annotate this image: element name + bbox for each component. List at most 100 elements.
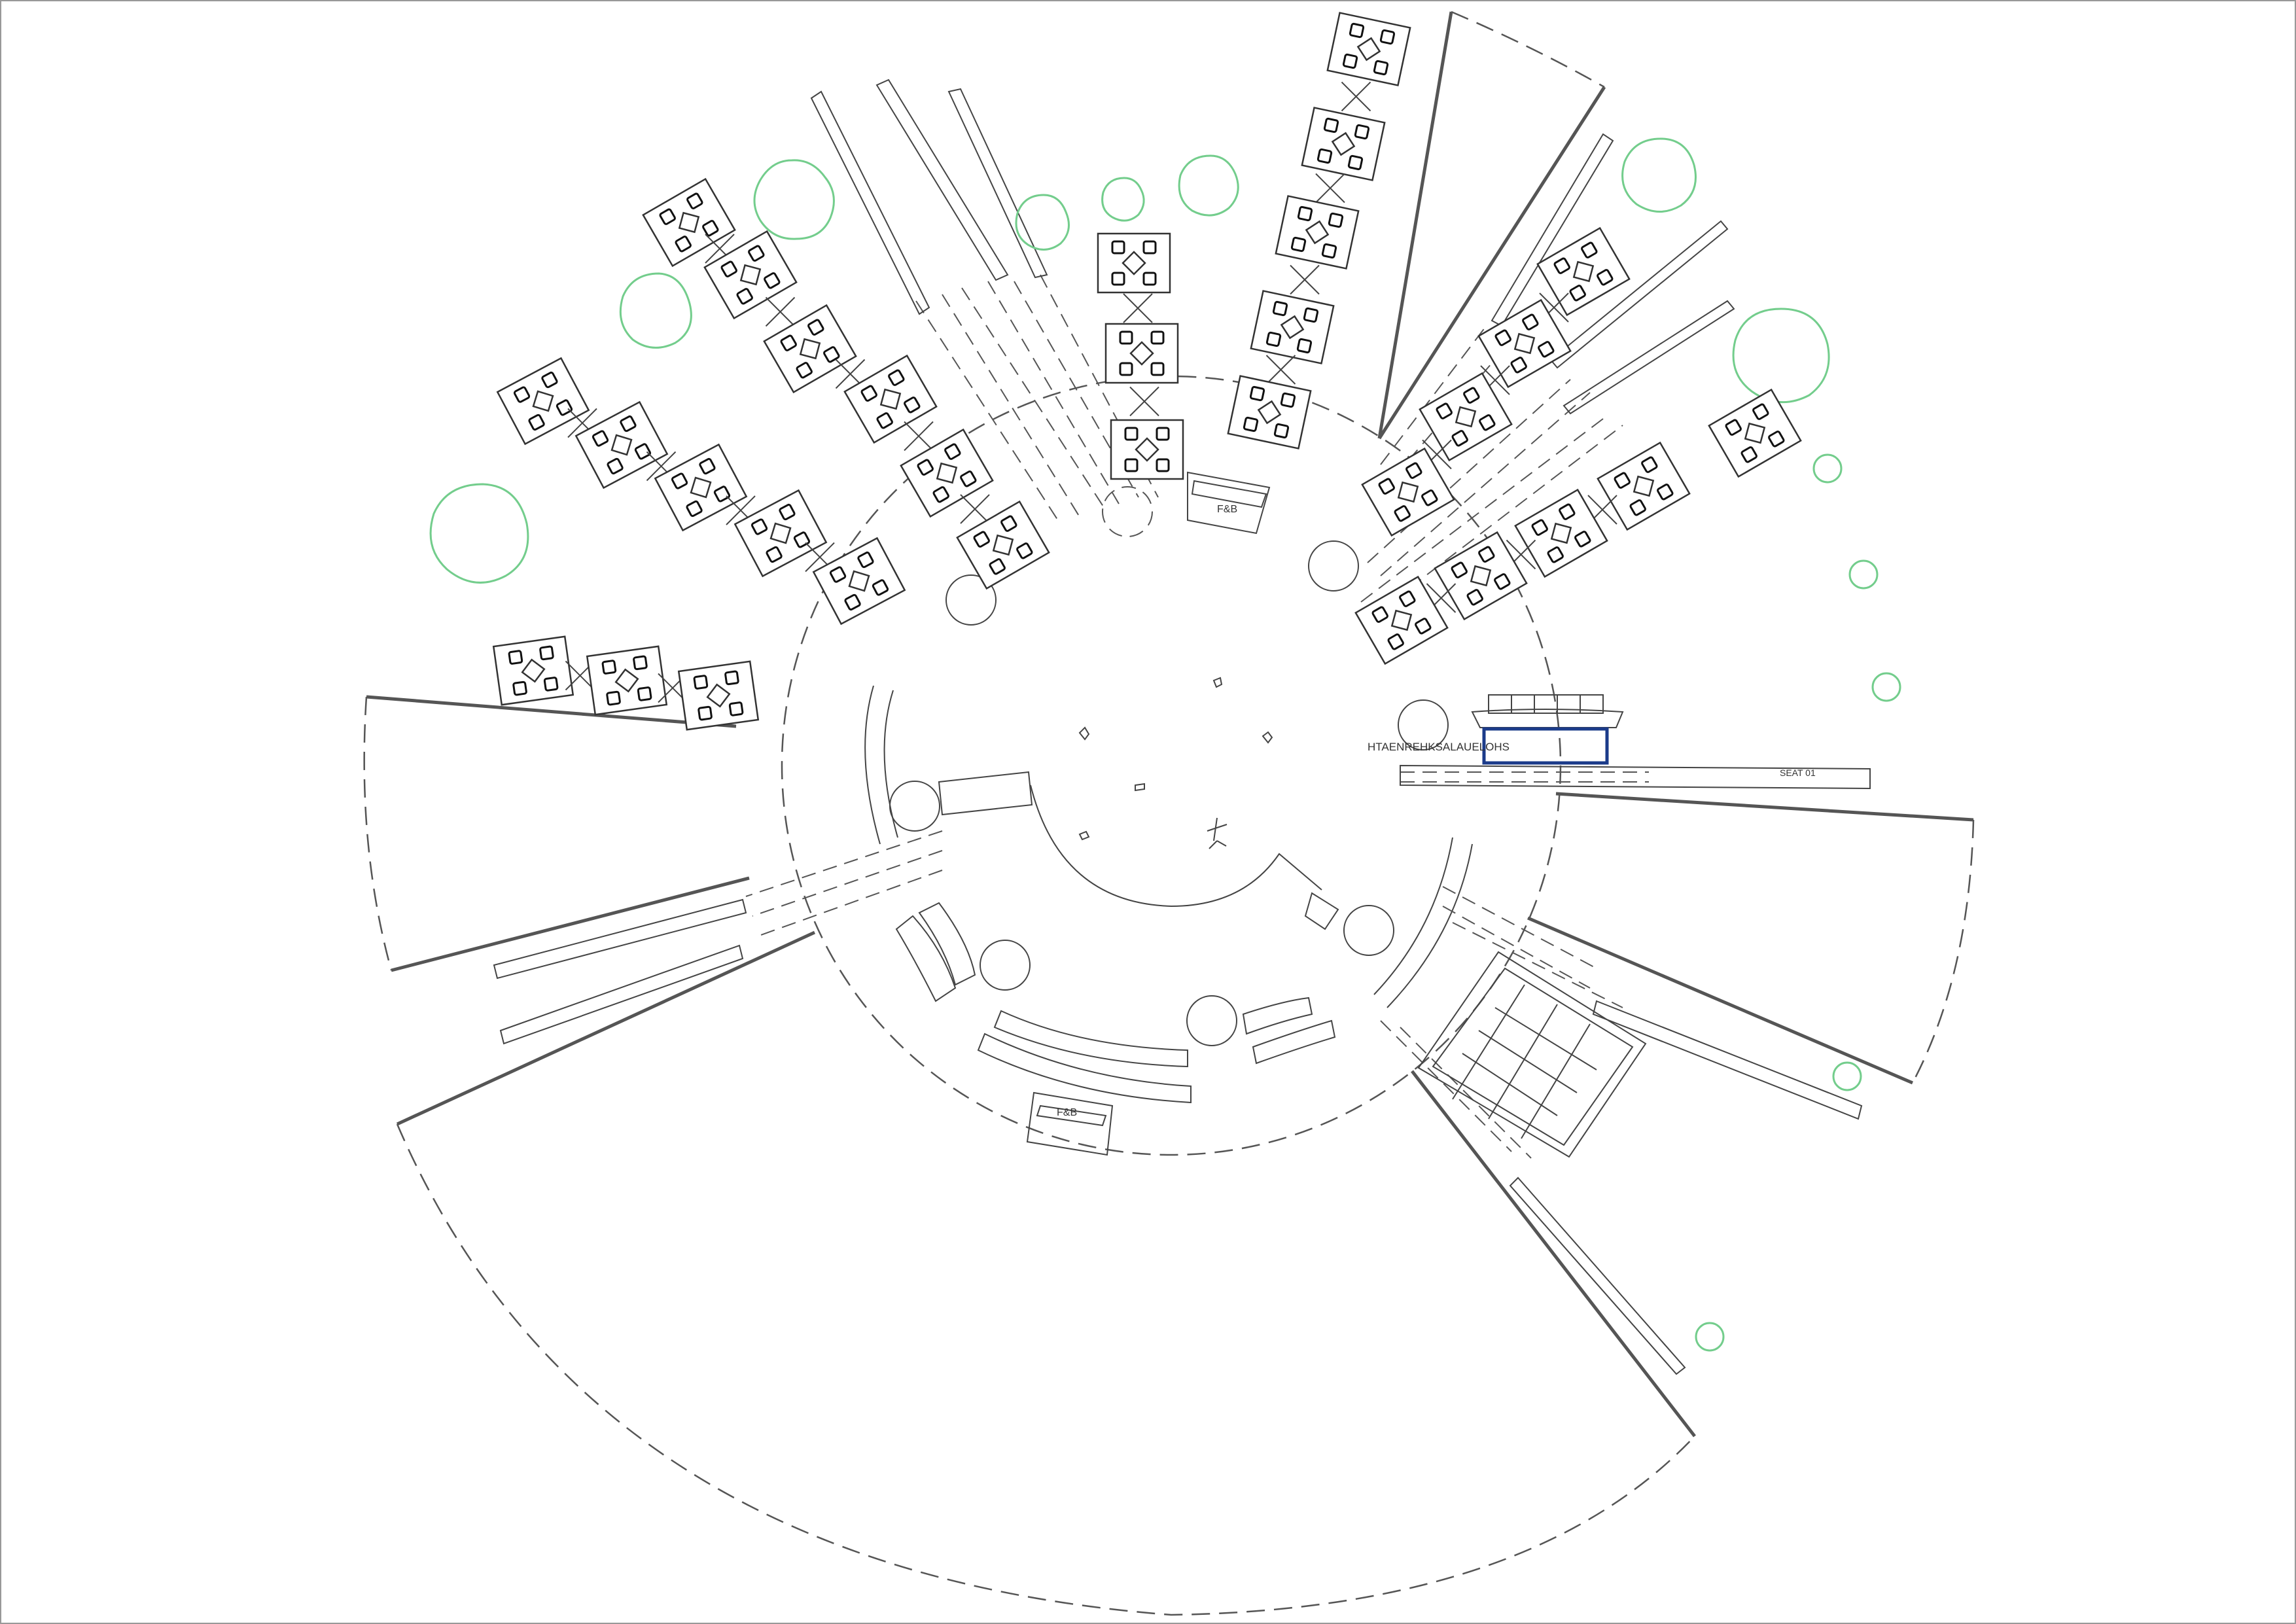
table-group: [1434, 531, 1528, 621]
chair-icon: [1142, 272, 1157, 286]
chair-icon: [1373, 60, 1389, 76]
connector-cross: [960, 494, 990, 524]
chair-icon: [1463, 387, 1480, 404]
table: [1135, 437, 1159, 462]
chair-icon: [1124, 427, 1139, 441]
chair-icon: [1574, 531, 1591, 548]
table: [532, 390, 554, 412]
table-group: [1110, 419, 1184, 480]
chair-icon: [1559, 503, 1576, 520]
chair-icon: [1553, 257, 1570, 274]
chair-icon: [1297, 205, 1313, 222]
connector-cross: [1290, 264, 1320, 295]
chair-icon: [592, 430, 609, 447]
chair-icon: [1124, 458, 1139, 472]
chair-icon: [601, 660, 617, 675]
chair-icon: [1119, 362, 1133, 376]
kiosk-label: HTAENREHKSALAUELOHS: [1368, 741, 1510, 753]
food-stand-label-2: F&B: [1057, 1107, 1077, 1118]
table: [1572, 260, 1595, 283]
chair-icon: [607, 457, 624, 475]
table-group: [1477, 298, 1572, 389]
chair-icon: [1316, 148, 1333, 164]
table-group: [1514, 488, 1608, 578]
table-pad: [1104, 323, 1179, 384]
table-group: [1104, 323, 1179, 384]
chair-icon: [780, 334, 797, 351]
chair-icon: [539, 645, 554, 661]
table-group: [1708, 388, 1802, 478]
chair-icon: [829, 566, 847, 583]
food-stand-label-1: F&B: [1217, 504, 1237, 515]
chair-icon: [1371, 606, 1388, 623]
table: [1305, 220, 1330, 245]
chair-icon: [1387, 633, 1404, 650]
table: [678, 211, 700, 234]
table-group: [574, 400, 669, 489]
round-planters: [889, 486, 1449, 1046]
chair-icon: [1641, 456, 1658, 473]
chair-icon: [1436, 402, 1453, 419]
chair-icon: [637, 686, 652, 701]
chair-icon: [702, 220, 719, 237]
table: [1470, 565, 1492, 587]
table: [1550, 522, 1572, 544]
chair-icon: [779, 503, 796, 521]
chair-icon: [1347, 154, 1364, 171]
chair-icon: [1494, 329, 1511, 346]
chair-icon: [876, 412, 893, 429]
table-group: [642, 177, 736, 268]
connector-cross: [1129, 386, 1159, 417]
chair-icon: [1273, 423, 1290, 439]
chair-icon: [1547, 546, 1564, 563]
chair-icon: [671, 472, 688, 489]
plaza-boundary: [781, 375, 1562, 1156]
people: [1078, 677, 1273, 849]
table-group: [843, 354, 938, 444]
chair-icon: [857, 551, 874, 569]
chair-icon: [1479, 414, 1496, 431]
table-group: [900, 428, 994, 518]
chair-icon: [1280, 392, 1296, 408]
connector-cross: [765, 296, 796, 327]
connector-cross: [1315, 173, 1345, 203]
table-group: [1227, 375, 1312, 450]
chair-icon: [698, 705, 713, 721]
chair-icon: [823, 346, 840, 363]
chair-icon: [932, 486, 949, 503]
table: [521, 658, 546, 683]
chair-icon: [1614, 472, 1631, 489]
chair-icon: [1752, 403, 1769, 420]
chair-icon: [633, 655, 648, 671]
chair-icon: [917, 459, 934, 476]
chair-icon: [1657, 484, 1674, 501]
table-clusters: [492, 12, 1802, 731]
chair-icon: [944, 443, 961, 460]
chair-icon: [748, 245, 765, 262]
table-group: [496, 357, 590, 446]
chair-icon: [1597, 269, 1614, 286]
chair-icon: [556, 399, 573, 416]
table: [1390, 609, 1413, 631]
kiosk: HTAENREHKSALAUELOHS: [1368, 694, 1624, 765]
table: [799, 338, 821, 360]
chair-icon: [1342, 53, 1358, 69]
chair-icon: [1000, 515, 1017, 532]
chair-icon: [1768, 431, 1785, 448]
chair-icon: [720, 260, 737, 277]
chair-icon: [606, 690, 621, 706]
table-group: [1275, 195, 1360, 270]
chair-icon: [512, 680, 527, 696]
outer-sectors: [363, 10, 1975, 1616]
table: [1280, 315, 1305, 340]
table-group: [956, 500, 1050, 590]
table: [992, 534, 1014, 556]
chair-icon: [796, 362, 813, 379]
chair-icon: [1156, 427, 1170, 441]
chair-icon: [1725, 419, 1742, 436]
table-group: [812, 537, 906, 626]
chair-icon: [1354, 124, 1370, 140]
chair-icon: [686, 500, 703, 518]
